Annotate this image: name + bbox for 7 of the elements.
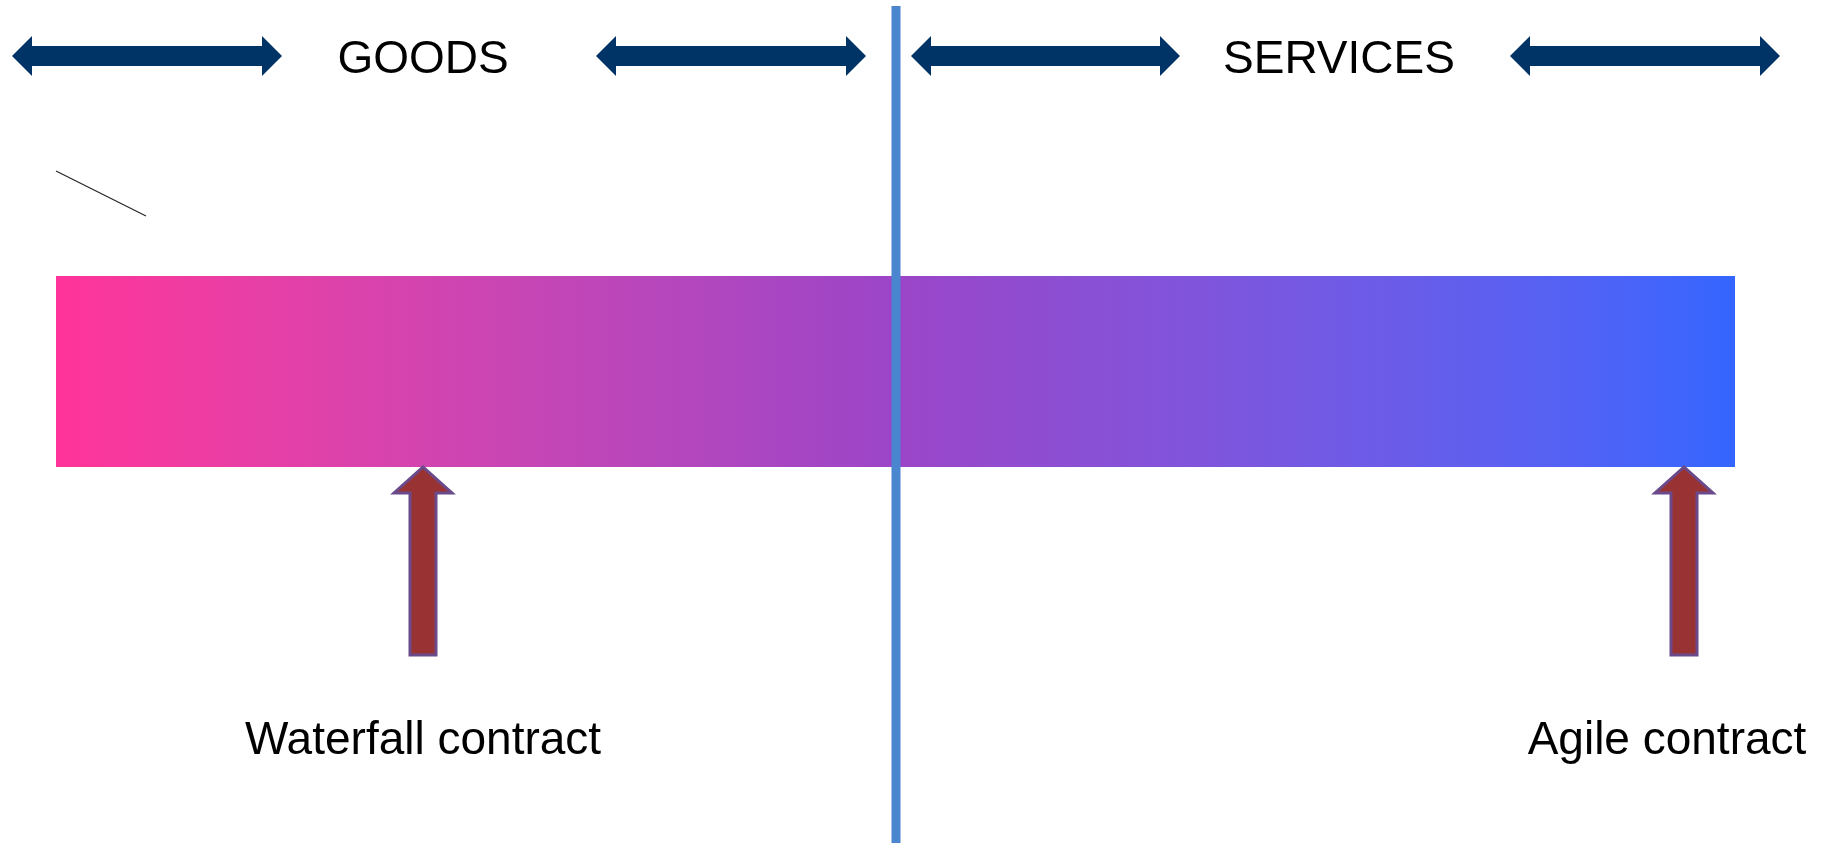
block-arrow (390, 465, 456, 657)
contract-label: Waterfall contract (244, 710, 602, 766)
section-heading: GOODS (337, 34, 509, 80)
block-arrow (1651, 465, 1717, 657)
section-heading: SERVICES (1223, 34, 1455, 80)
gradient-bar (56, 276, 1735, 467)
contract-label: Agile contract (1527, 710, 1807, 766)
